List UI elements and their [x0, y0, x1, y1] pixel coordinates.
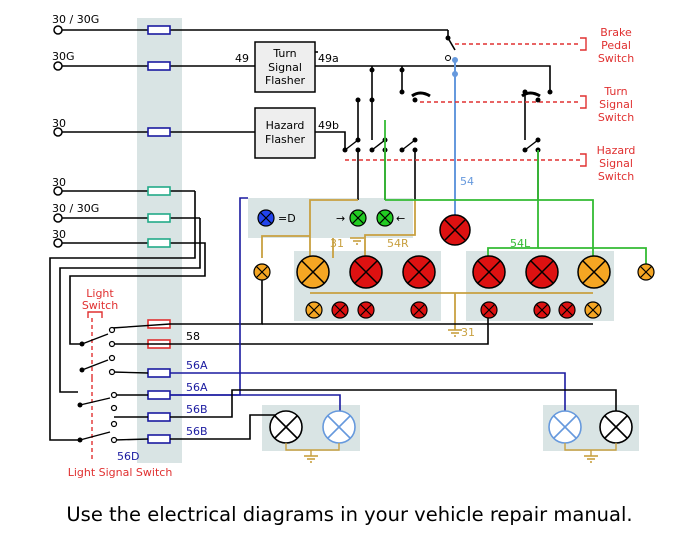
headlight-wiring: [170, 197, 566, 415]
light-switch-label: Switch: [82, 299, 118, 312]
wire-58: [170, 280, 593, 345]
light-switch-contacts: [79, 323, 171, 441]
turn-signal-flasher: [254, 41, 316, 93]
ground-symbols: [304, 237, 598, 463]
supply-label: 30: [52, 228, 66, 241]
turn-switch-levers: [411, 91, 541, 98]
fuse: [147, 213, 171, 223]
brake-pedal-switch-label: Switch: [598, 52, 634, 65]
light-signal-switch-label: Light Signal Switch: [68, 466, 173, 479]
switch-linkages: [91, 43, 580, 460]
fuse: [147, 434, 171, 444]
fuse: [147, 61, 171, 71]
brake-pedal-switch-label: Brake: [600, 26, 632, 39]
hazard-switch-contacts: [344, 139, 539, 151]
wiring-diagram: 30 / 30G 30G 30 30 30 / 30G 30 Turn Sign…: [49, 13, 655, 479]
terminal-49a: 49a: [318, 52, 339, 65]
fuse: [147, 368, 171, 378]
caption: Use the electrical diagrams in your vehi…: [66, 503, 633, 526]
terminal-56a: 56A: [186, 381, 208, 394]
fuse: [147, 390, 171, 400]
flasher-label: Hazard: [266, 119, 305, 132]
supply-label: 30 / 30G: [52, 202, 99, 215]
supply-label: 30: [52, 117, 66, 130]
fuse: [147, 238, 171, 248]
turn-signal-switch-label: Switch: [598, 111, 634, 124]
fuse: [147, 127, 171, 137]
fuse: [147, 186, 171, 196]
turn-signal-switch-label: Signal: [599, 98, 633, 111]
turn-signal-switch-label: Turn: [603, 85, 627, 98]
supply-label: 30 / 30G: [52, 13, 99, 26]
terminal-54: 54: [460, 175, 474, 188]
hazard-signal-switch-label: Hazard: [597, 144, 636, 157]
arrow-right-glyph: ←: [396, 212, 405, 225]
terminal-58: 58: [186, 330, 200, 343]
supply-label: 30: [52, 176, 66, 189]
terminal-56d: 56D: [117, 450, 139, 463]
hazard-flasher: [254, 107, 316, 159]
switch-contact-dots: [342, 67, 553, 153]
switch-brackets: [87, 37, 587, 318]
terminal-31-lower: 31: [461, 326, 475, 339]
terminal-56b: 56B: [186, 403, 208, 416]
arrow-left-glyph: →: [336, 212, 345, 225]
fuse: [147, 412, 171, 422]
supply-terminals: [53, 25, 63, 248]
terminal-49: 49: [235, 52, 249, 65]
flasher-wiring: [315, 65, 551, 200]
indicator-d-label: =D: [278, 212, 296, 225]
supply-lines: [49, 29, 448, 441]
hazard-signal-switch-label: Switch: [598, 170, 634, 183]
flasher-label: Turn: [272, 47, 296, 60]
terminal-56b: 56B: [186, 425, 208, 438]
supply-label: 30G: [52, 50, 75, 63]
terminal-56a: 56A: [186, 359, 208, 372]
terminal-54r: 54R: [387, 237, 409, 250]
terminal-31-upper: 31: [330, 237, 344, 250]
terminal-54l: 54L: [510, 237, 531, 250]
light-switch-label: Light: [86, 287, 114, 300]
wire-54l: [384, 120, 647, 265]
hazard-signal-switch-label: Signal: [599, 157, 633, 170]
flasher-label: Flasher: [265, 133, 306, 146]
brake-pedal-switch-label: Pedal: [601, 39, 631, 52]
flasher-label: Flasher: [265, 74, 306, 87]
lowbeam-wiring: [170, 389, 617, 440]
terminal-49b: 49b: [318, 119, 339, 132]
fuse: [147, 25, 171, 35]
flasher-label: Signal: [268, 61, 302, 74]
